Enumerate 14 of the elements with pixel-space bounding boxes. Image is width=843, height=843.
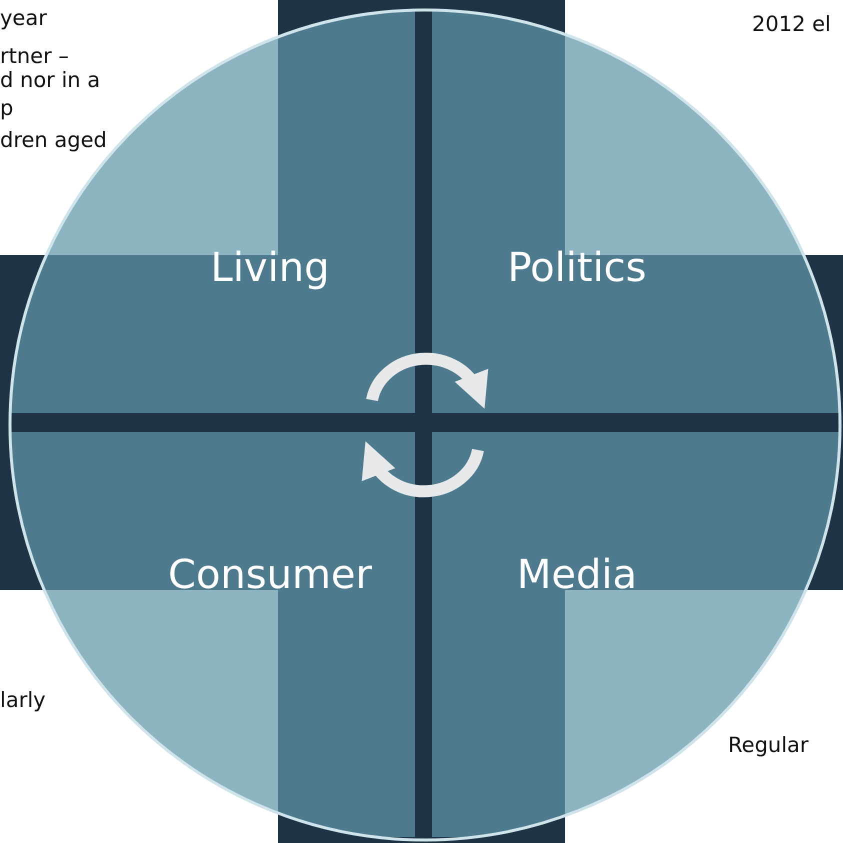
text-fragment: year xyxy=(0,8,47,29)
text-fragment: dren aged xyxy=(0,130,107,151)
quadrant-label: Living xyxy=(210,245,330,291)
quadrant-label: Politics xyxy=(506,245,648,291)
text-fragment: p xyxy=(0,98,14,119)
text-fragment: Regular xyxy=(728,735,809,756)
quadrant-label: Consumer xyxy=(167,552,373,598)
curved-arrow xyxy=(366,352,487,408)
curved-arrow xyxy=(363,442,484,498)
text-fragment: larly xyxy=(0,690,46,711)
text-fragment: 2012 el xyxy=(752,14,831,35)
text-fragment: d nor in a xyxy=(0,70,100,91)
text-fragment: rtner – xyxy=(0,46,69,67)
quadrant-label: Media xyxy=(516,552,638,598)
